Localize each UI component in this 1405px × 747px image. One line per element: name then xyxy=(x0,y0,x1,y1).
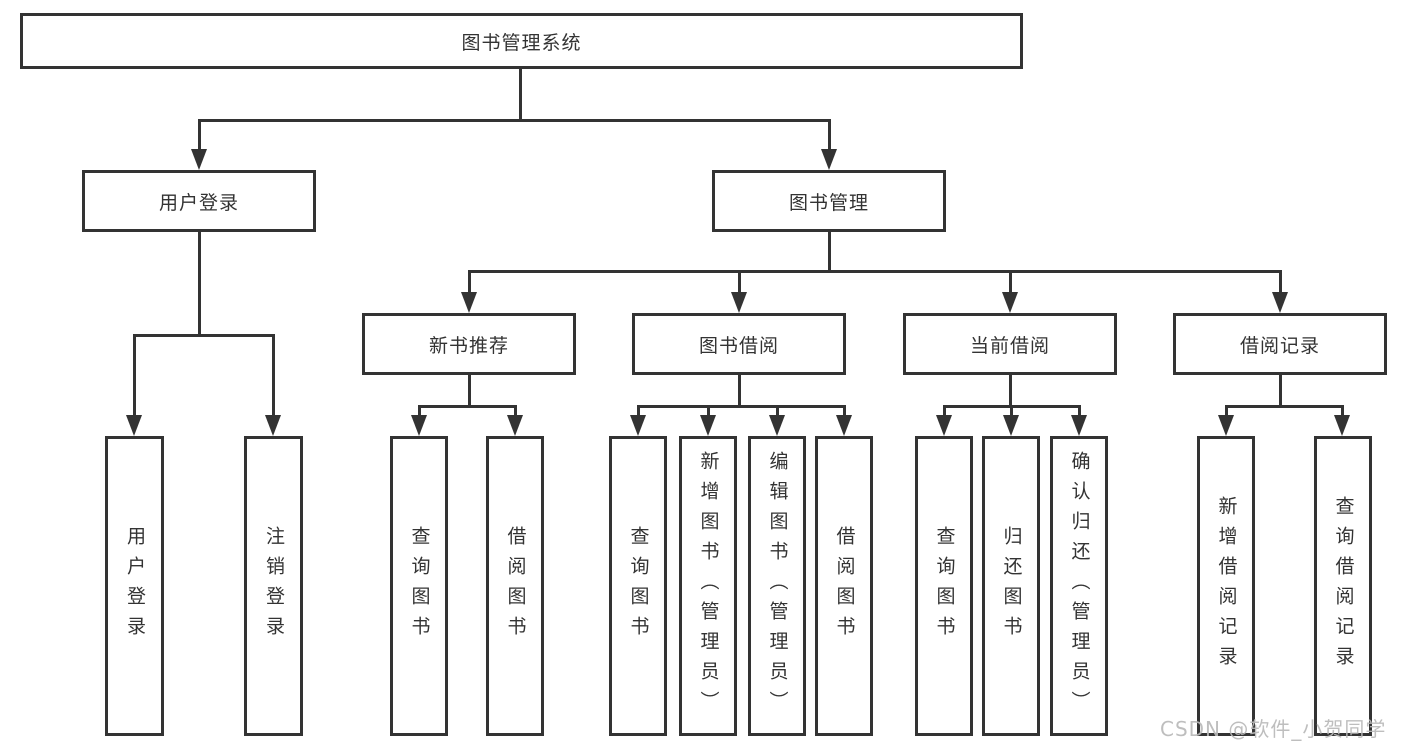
connector-line xyxy=(468,270,1282,273)
connector-line xyxy=(738,375,741,408)
connector-line xyxy=(418,405,421,417)
connector-line xyxy=(1341,405,1344,417)
connector-line xyxy=(943,405,946,417)
arrow-down-icon xyxy=(836,415,852,436)
connector-line xyxy=(738,270,741,295)
arrow-down-icon xyxy=(1334,415,1350,436)
connector-line xyxy=(1078,405,1081,417)
connector-line xyxy=(1009,270,1012,295)
connector-line xyxy=(637,405,640,417)
arrow-down-icon xyxy=(630,415,646,436)
connector-line xyxy=(1010,405,1013,417)
node-book-borrowing: 图书借阅 xyxy=(632,313,846,375)
leaf-add-borrow-record: 新增借阅记录 xyxy=(1197,436,1255,736)
leaf-borrow-books-recommend: 借阅图书 xyxy=(486,436,544,736)
connector-line xyxy=(776,405,779,417)
leaf-confirm-return-admin: 确认归还（管理员） xyxy=(1050,436,1108,736)
node-new-book-recommendation: 新书推荐 xyxy=(362,313,576,375)
arrow-down-icon xyxy=(936,415,952,436)
connector-line xyxy=(468,375,471,408)
arrow-down-icon xyxy=(1218,415,1234,436)
connector-line xyxy=(514,405,517,417)
arrow-down-icon xyxy=(1003,415,1019,436)
arrow-down-icon xyxy=(1272,292,1288,313)
connector-line xyxy=(519,69,522,121)
leaf-return-books: 归还图书 xyxy=(982,436,1040,736)
connector-line xyxy=(828,232,831,273)
connector-line xyxy=(418,405,516,408)
arrow-down-icon xyxy=(411,415,427,436)
leaf-query-books-borrowing: 查询图书 xyxy=(609,436,667,736)
arrow-down-icon xyxy=(191,149,207,170)
arrow-down-icon xyxy=(769,415,785,436)
arrow-down-icon xyxy=(821,149,837,170)
connector-line xyxy=(198,232,201,337)
connector-line xyxy=(198,119,201,150)
connector-line xyxy=(133,334,275,337)
node-current-borrowing: 当前借阅 xyxy=(903,313,1117,375)
connector-line xyxy=(1279,270,1282,295)
leaf-query-borrow-record: 查询借阅记录 xyxy=(1314,436,1372,736)
arrow-down-icon xyxy=(700,415,716,436)
arrow-down-icon xyxy=(731,292,747,313)
arrow-down-icon xyxy=(265,415,281,436)
connector-line xyxy=(272,334,275,416)
watermark: CSDN @软件_小贺同学 xyxy=(1160,717,1387,741)
leaf-user-login: 用户登录 xyxy=(105,436,164,736)
arrow-down-icon xyxy=(507,415,523,436)
arrow-down-icon xyxy=(126,415,142,436)
connector-line xyxy=(198,119,831,122)
leaf-edit-books-admin: 编辑图书（管理员） xyxy=(748,436,806,736)
leaf-add-books-admin: 新增图书（管理员） xyxy=(679,436,737,736)
leaf-logout-login: 注销登录 xyxy=(244,436,303,736)
node-user-login: 用户登录 xyxy=(82,170,316,232)
connector-line xyxy=(707,405,710,417)
connector-line xyxy=(1225,405,1344,408)
connector-line xyxy=(1009,375,1012,408)
arrow-down-icon xyxy=(1002,292,1018,313)
node-library-system: 图书管理系统 xyxy=(20,13,1023,69)
leaf-query-books-current: 查询图书 xyxy=(915,436,973,736)
arrow-down-icon xyxy=(1071,415,1087,436)
connector-line xyxy=(1225,405,1228,417)
connector-line xyxy=(133,334,136,416)
connector-line xyxy=(637,405,846,408)
connector-line xyxy=(828,119,831,150)
node-book-management: 图书管理 xyxy=(712,170,946,232)
connector-line xyxy=(468,270,471,295)
arrow-down-icon xyxy=(461,292,477,313)
leaf-query-books-recommend: 查询图书 xyxy=(390,436,448,736)
connector-line xyxy=(843,405,846,417)
connector-line xyxy=(1279,375,1282,408)
node-borrowing-records: 借阅记录 xyxy=(1173,313,1387,375)
leaf-borrow-books: 借阅图书 xyxy=(815,436,873,736)
